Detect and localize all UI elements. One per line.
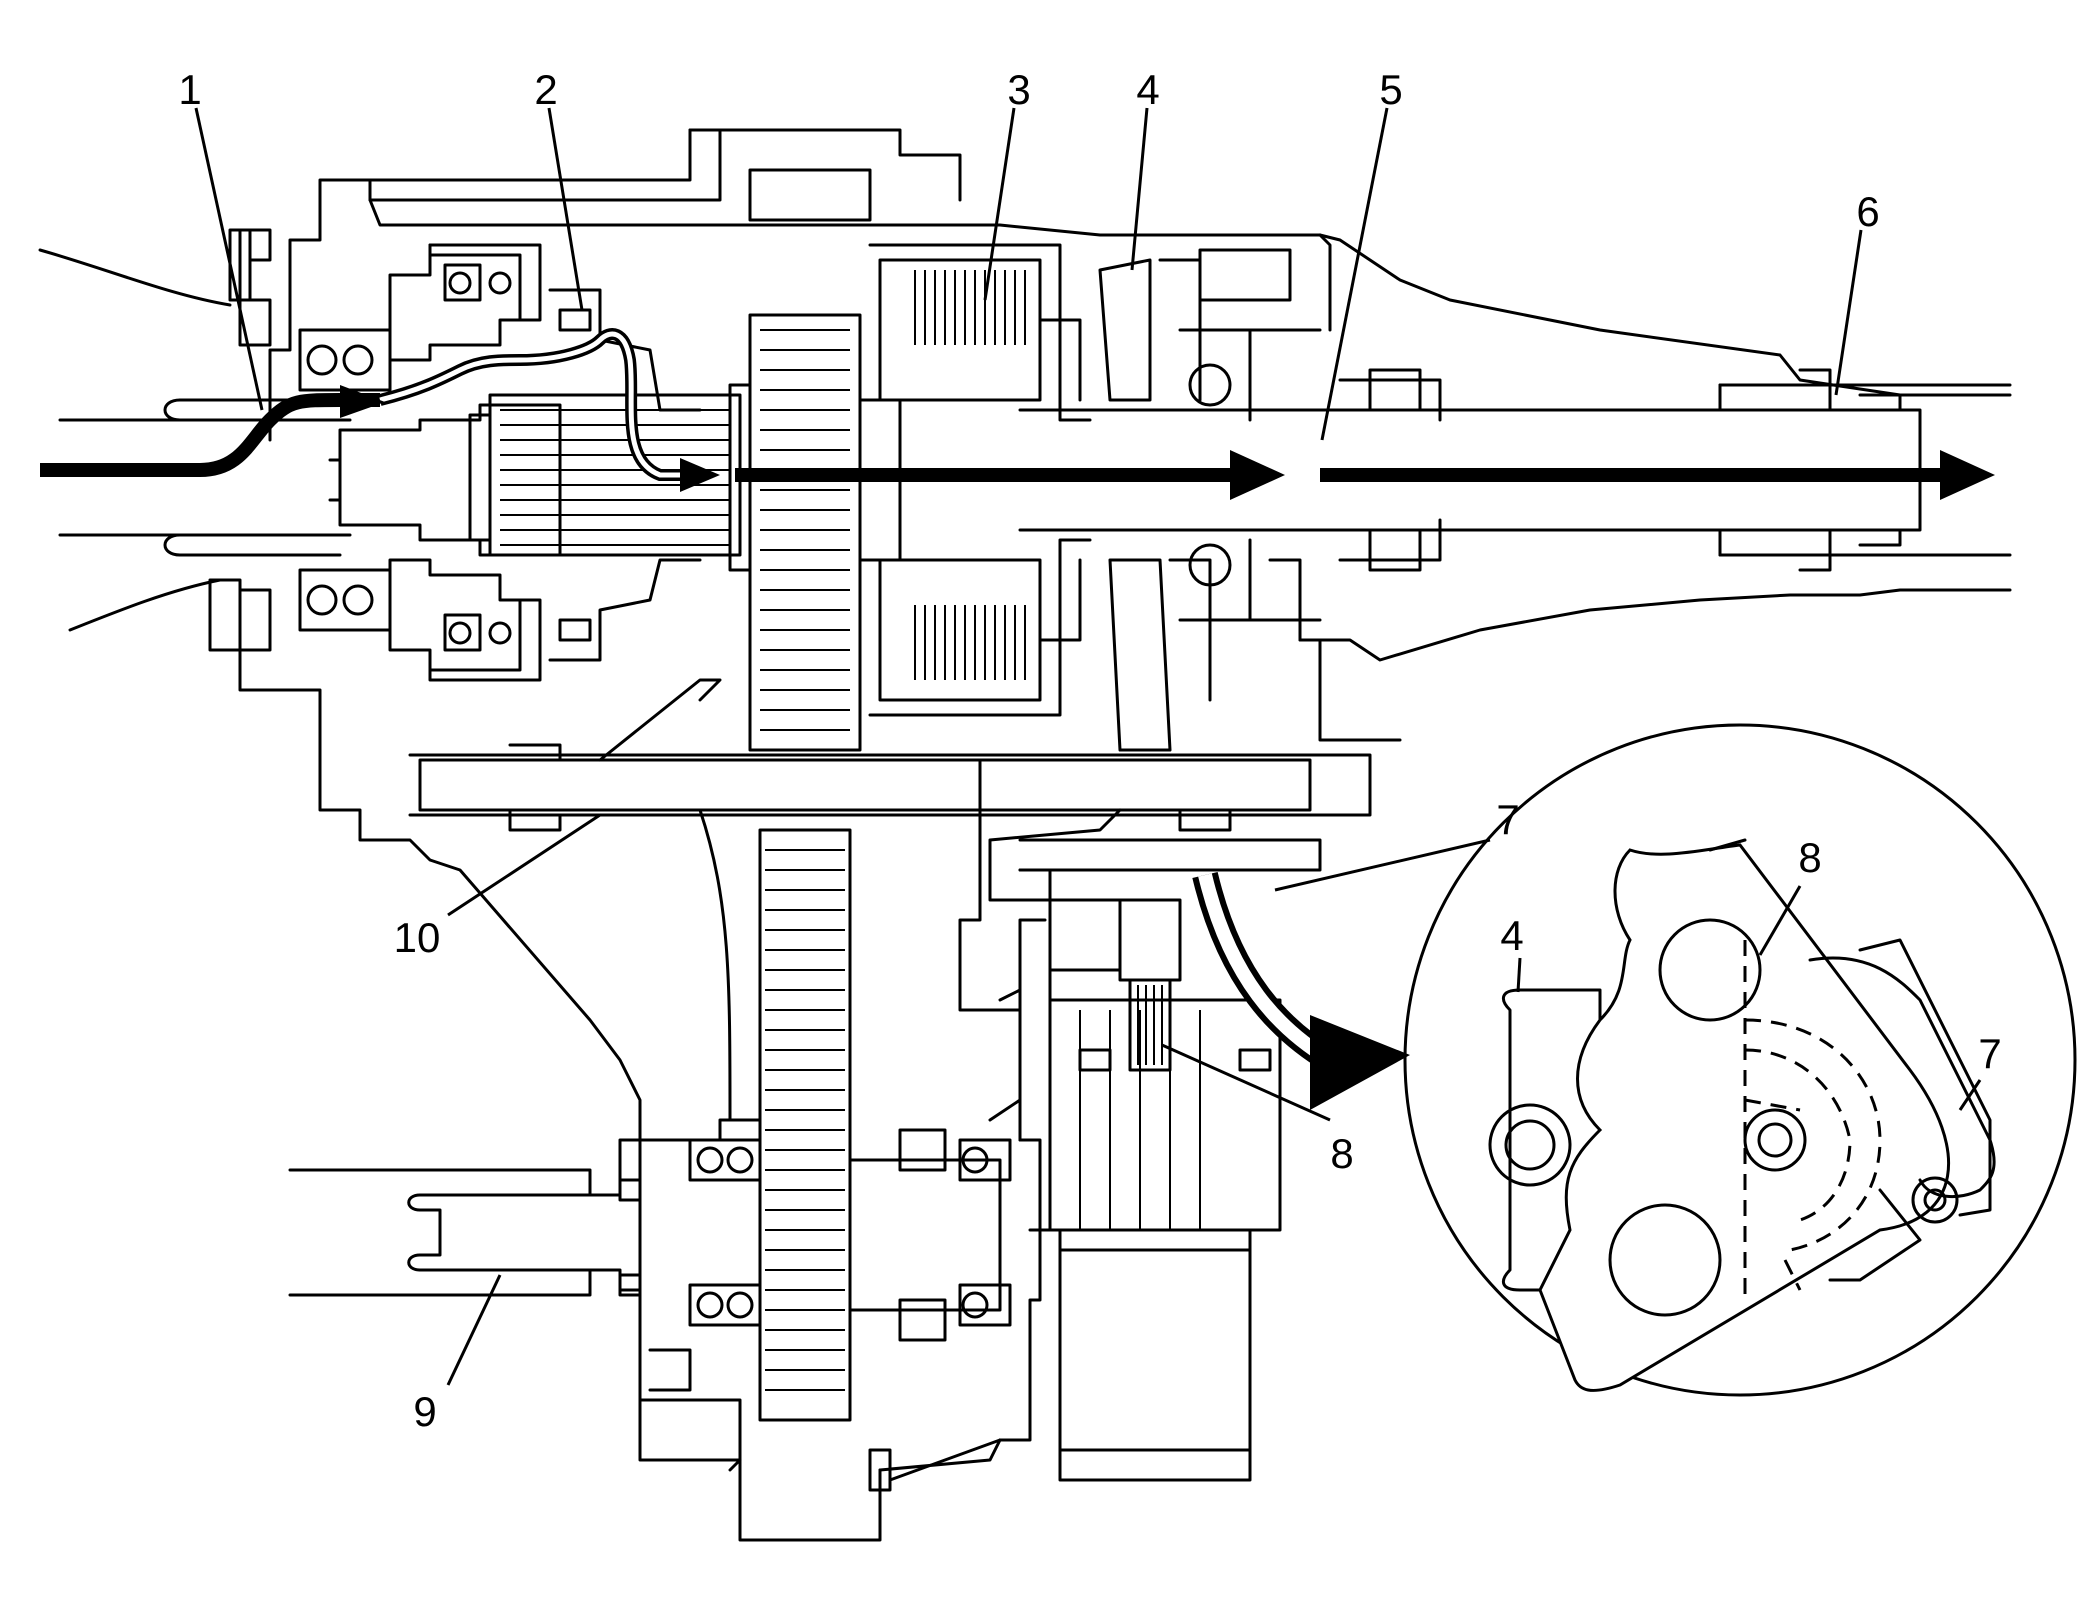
callout-8: 8 bbox=[1330, 1130, 1353, 1177]
detail-callout-4: 4 bbox=[1500, 912, 1523, 959]
driven-sprocket-teeth bbox=[765, 849, 845, 1391]
mainshaft-spline-lines bbox=[500, 409, 730, 546]
callout-7: 7 bbox=[1496, 796, 1519, 843]
transfer-case-housing bbox=[268, 128, 2012, 1542]
front-output-shaft bbox=[288, 1128, 1012, 1342]
callout-5: 5 bbox=[1379, 66, 1402, 113]
cam-lever bbox=[1098, 248, 1322, 752]
clutch-plates-upper bbox=[914, 270, 1026, 345]
arrow-head-mainshaft bbox=[680, 458, 720, 492]
cam-detail-view bbox=[1403, 723, 2077, 1397]
input-shaft-assembly bbox=[38, 228, 742, 702]
motor-output-spline bbox=[1128, 978, 1172, 1072]
sprocket-teeth bbox=[760, 329, 850, 731]
leader-lines bbox=[194, 107, 1982, 1386]
arrow-head-center bbox=[1230, 450, 1285, 500]
detail-callout-8: 8 bbox=[1798, 834, 1821, 881]
arrow-head-input bbox=[340, 385, 385, 418]
callout-3: 3 bbox=[1007, 66, 1030, 113]
callout-4: 4 bbox=[1136, 66, 1159, 113]
detail-view-pointer-arrow bbox=[1192, 871, 1410, 1110]
clutch-pack bbox=[868, 243, 1092, 717]
shift-motor bbox=[988, 838, 1322, 1482]
detail-callout-7: 7 bbox=[1978, 1030, 2001, 1077]
callout-2: 2 bbox=[534, 66, 557, 113]
callout-10: 10 bbox=[394, 914, 441, 961]
callout-1: 1 bbox=[178, 66, 201, 113]
callout-labels: 1 2 3 4 5 6 7 8 9 10 4 8 7 bbox=[178, 66, 2001, 1435]
power-flow-path bbox=[40, 328, 1995, 500]
callout-9: 9 bbox=[413, 1388, 436, 1435]
arrow-head-output bbox=[1940, 450, 1995, 500]
counter-shaft bbox=[408, 678, 1372, 1122]
callout-6: 6 bbox=[1856, 188, 1879, 235]
clutch-plates-lower bbox=[914, 605, 1026, 680]
